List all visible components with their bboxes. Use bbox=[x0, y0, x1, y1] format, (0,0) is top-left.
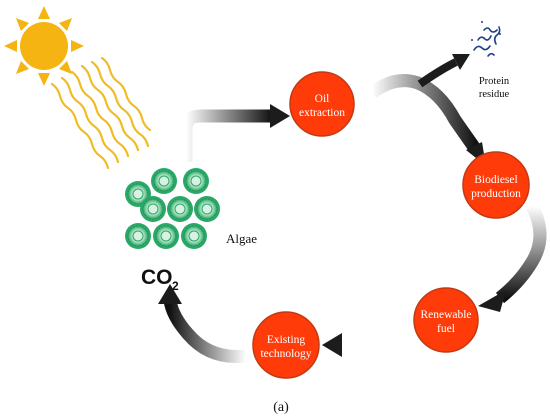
node-renewable-fuel: Renewable fuel bbox=[413, 287, 479, 353]
node-renewable-fuel-line2: fuel bbox=[437, 323, 455, 335]
arrow-oil-extraction-to-biodiesel bbox=[367, 74, 486, 166]
algae-cell bbox=[151, 168, 177, 194]
protein-residue-label-line1: Protein bbox=[479, 76, 510, 87]
arrow-renewable-fuel-to-existing-technology bbox=[322, 333, 414, 357]
protein-residue-icon bbox=[471, 21, 501, 57]
arrow-biodiesel-to-renewable-fuel bbox=[478, 202, 547, 312]
node-existing-technology-line2: technology bbox=[260, 348, 311, 360]
node-biodiesel-production-line2: production bbox=[471, 188, 521, 200]
arrow-algae-to-oil-extraction bbox=[179, 104, 290, 162]
algae-cell bbox=[181, 223, 207, 249]
algae-label: Algae bbox=[226, 231, 257, 246]
algae-cell bbox=[183, 168, 209, 194]
algae-cell bbox=[125, 223, 151, 249]
node-oil-extraction-line1: Oil bbox=[315, 93, 330, 105]
algae-cell bbox=[194, 196, 220, 222]
node-biodiesel-production-line1: Biodiesel bbox=[474, 174, 517, 186]
protein-residue-label-line2: residue bbox=[479, 89, 510, 100]
algae-cluster-icon bbox=[125, 168, 220, 249]
node-biodiesel-production: Biodiesel production bbox=[462, 151, 530, 219]
light-rays-icon bbox=[50, 56, 152, 170]
node-oil-extraction: Oil extraction bbox=[289, 71, 355, 137]
co2-subscript: 2 bbox=[172, 279, 179, 293]
arrow-to-protein-residue bbox=[417, 54, 470, 88]
figure-caption: (a) bbox=[273, 400, 289, 415]
co2-label: CO bbox=[141, 266, 173, 289]
node-oil-extraction-line2: extraction bbox=[299, 107, 345, 119]
arrow-existing-technology-to-co2 bbox=[158, 284, 247, 364]
algae-cell bbox=[140, 196, 166, 222]
node-existing-technology: Existing technology bbox=[252, 311, 320, 379]
node-existing-technology-line1: Existing bbox=[267, 334, 306, 346]
sun-icon bbox=[4, 6, 84, 86]
node-renewable-fuel-line1: Renewable bbox=[420, 309, 471, 321]
algae-cell bbox=[167, 196, 193, 222]
algae-cell bbox=[153, 223, 179, 249]
